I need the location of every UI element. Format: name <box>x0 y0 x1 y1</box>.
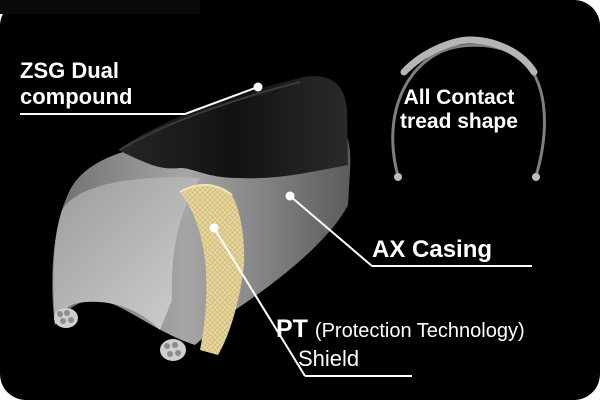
inner-liner-layer <box>53 177 200 330</box>
label-all-contact-tread-shape: All Contact tread shape <box>384 86 534 134</box>
pt-full: (Protection Technology) <box>314 320 525 342</box>
zsg-line1: ZSG Dual <box>20 58 120 83</box>
pt-shield-layer <box>180 184 245 355</box>
bead-left <box>54 308 78 328</box>
allcontact-line1: All Contact <box>403 86 515 109</box>
label-zsg-dual-compound: ZSG Dual compound <box>20 58 132 110</box>
pt-shield-edge <box>179 183 233 196</box>
label-ax-casing: AX Casing <box>372 236 493 263</box>
pointer-pt <box>209 223 412 377</box>
tread-edge-highlight <box>119 81 301 151</box>
pt-abbrev: PT <box>276 315 308 343</box>
zsg-line2: compound <box>20 84 133 109</box>
bead-right <box>160 339 186 361</box>
zsg-tread-layer <box>118 76 348 179</box>
allcontact-line2: tread shape <box>400 110 518 133</box>
label-shield: Shield <box>298 346 360 371</box>
top-left-notch <box>0 0 200 14</box>
pointer-zsg <box>20 82 263 115</box>
label-pt: PT (Protection Technology) <box>276 314 525 346</box>
pointer-ax <box>285 191 532 267</box>
tread-shape-profile <box>391 36 546 181</box>
